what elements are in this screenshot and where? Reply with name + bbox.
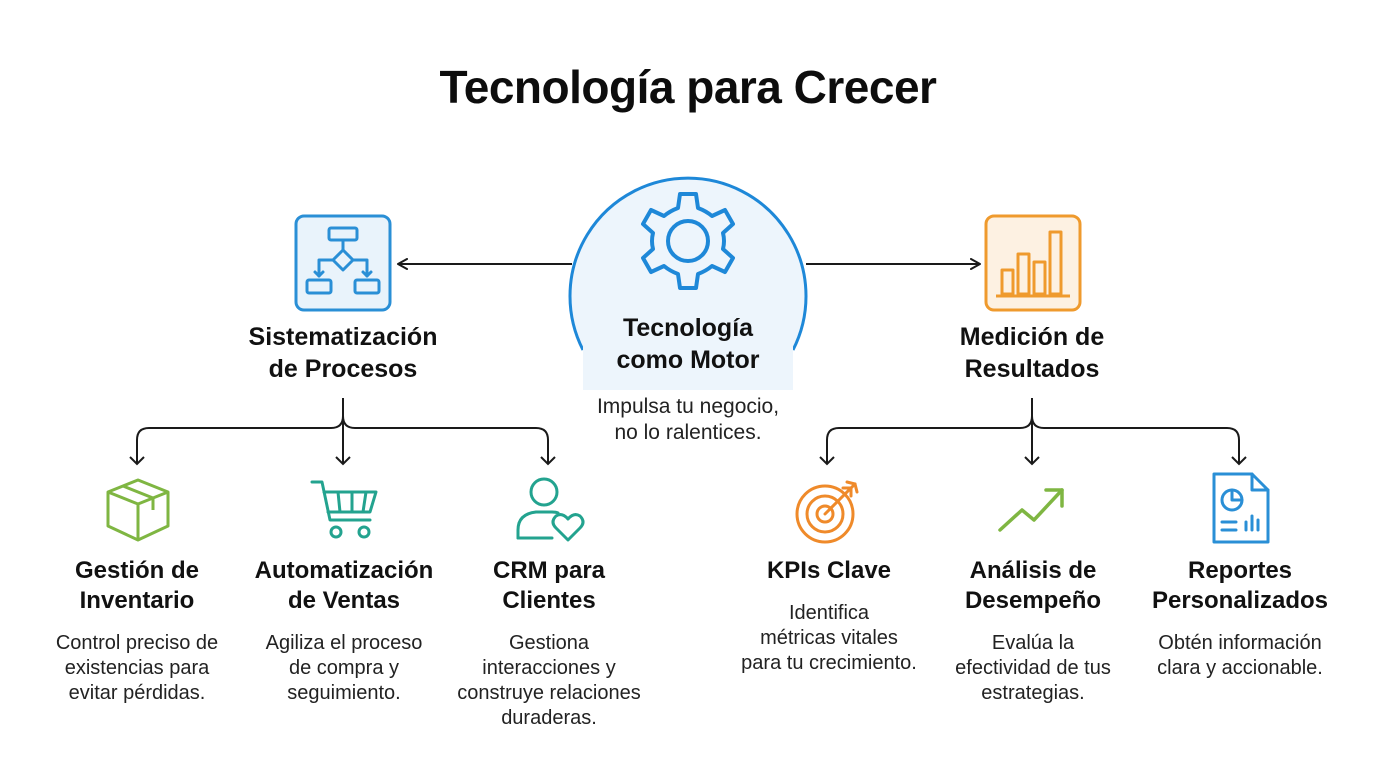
flowchart-icon — [294, 214, 392, 312]
report-icon — [1212, 472, 1270, 544]
card-title-line: de Ventas — [287, 587, 401, 614]
center-subtitle-line: no lo ralentices. — [614, 421, 762, 444]
card-desc-reportes-personalizados: Obtén información clara y accionable. — [1125, 631, 1355, 681]
card-title-line: Desempeño — [964, 587, 1102, 614]
card-title-line: KPIs Clave — [766, 557, 892, 584]
shopping-cart-icon — [310, 480, 378, 539]
page-title: Tecnología para Crecer — [439, 61, 937, 113]
card-desc-line: Control preciso de — [55, 632, 219, 654]
center-subtitle: Impulsa tu negocio, no lo ralentices. — [560, 394, 816, 446]
center-subtitle-line: Impulsa tu negocio, — [596, 395, 780, 418]
card-title-line: Automatización — [254, 557, 434, 584]
pillar-label-line: Resultados — [964, 355, 1100, 383]
pillar-label-sistematizacion: Sistematización de Procesos — [213, 321, 473, 385]
card-title-analisis-desempeno: Análisis de Desempeño — [918, 556, 1148, 616]
user-heart-icon — [516, 477, 585, 542]
arrowhead-right-1 — [819, 456, 835, 466]
card-title-line: Inventario — [79, 587, 195, 614]
card-title-kpis-clave: KPIs Clave — [714, 556, 944, 586]
arrowhead-left-2 — [335, 456, 351, 466]
arrowhead-right-2 — [1024, 456, 1040, 466]
card-desc-kpis-clave: Identifica métricas vitales para tu crec… — [714, 601, 944, 676]
target-icon — [795, 480, 859, 544]
card-title-line: Gestión de — [74, 557, 200, 584]
card-title-line: Reportes — [1187, 557, 1293, 584]
card-desc-line: efectividad de tus — [955, 657, 1111, 679]
gear-icon — [641, 192, 735, 290]
card-desc-line: duraderas. — [501, 707, 597, 729]
card-desc-line: Agiliza el proceso — [265, 632, 423, 654]
card-desc-line: métricas vitales — [760, 627, 898, 649]
left-tree-lines — [136, 398, 549, 463]
card-desc-line: existencias para — [64, 657, 210, 679]
card-desc-gestion-inventario: Control preciso de existencias para evit… — [22, 631, 252, 706]
card-desc-line: Obtén información — [1158, 632, 1322, 654]
center-title-line: Tecnología — [622, 314, 754, 342]
arrowhead-left-1 — [129, 456, 145, 466]
card-desc-automatizacion-ventas: Agiliza el proceso de compra y seguimien… — [229, 631, 459, 706]
right-tree-lines — [826, 398, 1240, 463]
card-title-reportes-personalizados: Reportes Personalizados — [1125, 556, 1355, 616]
pillar-label-medicion: Medición de Resultados — [902, 321, 1162, 385]
card-title-gestion-inventario: Gestión de Inventario — [22, 556, 252, 616]
center-title: Tecnología como Motor — [555, 312, 821, 376]
bar-chart-icon — [984, 214, 1082, 312]
card-title-line: Clientes — [502, 587, 596, 614]
card-desc-line: interacciones y — [482, 657, 616, 679]
card-desc-line: Identifica — [788, 602, 870, 624]
card-desc-line: Gestiona — [508, 632, 590, 654]
card-desc-line: construye relaciones — [457, 682, 641, 704]
card-title-crm-clientes: CRM para Clientes — [434, 556, 664, 616]
card-desc-line: clara y accionable. — [1157, 657, 1323, 679]
pillar-label-line: Sistematización — [248, 323, 438, 351]
arrowhead-right-3 — [1231, 456, 1247, 466]
card-desc-line: de compra y — [288, 657, 400, 679]
card-desc-line: evitar pérdidas. — [68, 682, 206, 704]
arrowhead-left-3 — [540, 456, 556, 466]
card-title-line: CRM para — [492, 557, 606, 584]
box-icon — [106, 478, 170, 542]
card-desc-line: para tu crecimiento. — [741, 652, 917, 674]
trend-up-icon — [998, 488, 1064, 532]
card-desc-analisis-desempeno: Evalúa la efectividad de tus estrategias… — [918, 631, 1148, 706]
card-title-automatizacion-ventas: Automatización de Ventas — [229, 556, 459, 616]
card-title-line: Análisis de — [969, 557, 1097, 584]
card-desc-line: estrategias. — [981, 682, 1085, 704]
card-desc-crm-clientes: Gestiona interacciones y construye relac… — [434, 631, 664, 731]
center-label-backdrop — [583, 300, 793, 390]
card-title-line: Personalizados — [1151, 587, 1329, 614]
pillar-label-line: Medición de — [959, 323, 1105, 351]
card-desc-line: Evalúa la — [991, 632, 1075, 654]
center-title-line: como Motor — [616, 346, 760, 374]
card-desc-line: seguimiento. — [287, 682, 401, 704]
pillar-label-line: de Procesos — [268, 355, 418, 383]
